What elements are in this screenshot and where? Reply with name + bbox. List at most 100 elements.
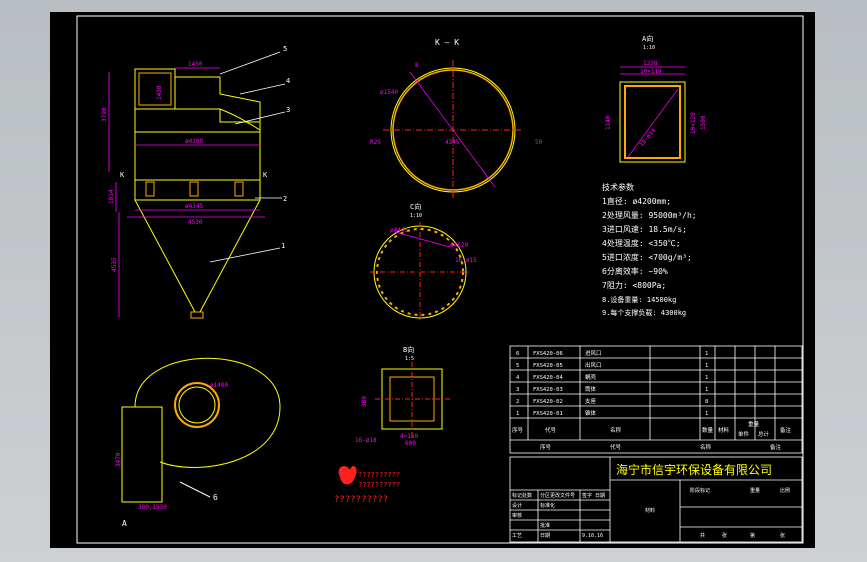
bom-row-6-code: FXS420-01 (533, 411, 563, 417)
bom-row-5-qty: 8 (705, 399, 708, 405)
section-kk-title: K — K (435, 38, 459, 47)
view-b-scale: 1:5 (405, 356, 414, 362)
view-b-title: B向 (403, 345, 414, 354)
tech-line-2: 2处理风量: 95000m³/h; (602, 210, 697, 220)
bom-row-2-code: FXS420-05 (533, 363, 563, 369)
outlet-duct (134, 68, 176, 110)
view-c-title: C向 (410, 202, 421, 211)
bom-footer-code: 代号 (610, 443, 622, 451)
bom-row-3-name: 蜗壳 (585, 373, 597, 381)
view-a-dim-outer: 1238 (643, 60, 658, 67)
inlet-duct (121, 406, 163, 503)
bom-footer-remark: 备注 (770, 443, 782, 451)
dim-height-upper: 3798 (101, 107, 108, 122)
tb-date: 日期 (540, 533, 550, 539)
view-c-dim1: ø4445 (390, 227, 408, 234)
drawing-border (76, 15, 804, 544)
title-block-labels: 标记处数 分区更改文件号 签字 日期 设计 标准化 审核 工艺 批准 日期 9.… (512, 487, 790, 539)
support-lug-3 (234, 181, 244, 197)
bom-row-1-qty: 1 (705, 351, 708, 357)
bom-row-1-code: FXS420-06 (533, 351, 563, 357)
bom-row-4-name: 筒体 (585, 385, 597, 393)
bom-row-2-no: 5 (516, 363, 519, 369)
tb-review: 审核 (512, 512, 522, 519)
plan-dim-inlet: ø1400 (210, 382, 228, 389)
bom-row-6-name: 锥体 (585, 409, 597, 417)
bom-row-4-qty: 1 (705, 387, 708, 393)
tb-sign: 签字 (582, 492, 592, 499)
view-a-dim-right1: 10×120 (690, 112, 697, 134)
inlet-inner-circle (178, 386, 216, 424)
tb-process: 工艺 (512, 533, 522, 539)
view-a-title: A向 (642, 34, 653, 43)
section-mark-k-right: K (263, 171, 268, 179)
support-ring (134, 179, 261, 201)
tb-total: 共 (700, 532, 705, 539)
bom-footer-name: 名称 (700, 443, 712, 451)
company-name: 海宁市信宇环保设备有限公司 (616, 462, 772, 477)
bom-header-name: 名称 (610, 426, 622, 434)
volute-top (175, 76, 261, 123)
dim-side-1430: 1430 (156, 85, 163, 100)
kk-dim-diag: ø1540 (380, 89, 398, 96)
kk-dim-right: 50 (535, 139, 543, 146)
dim-height-mid: 1814 (108, 189, 115, 204)
tb-material: 材料 (645, 507, 655, 514)
bom-header-code: 代号 (545, 426, 557, 434)
drawing-viewport[interactable]: 1450 ø4200 ø4345 4530 3798 1814 4535 143… (50, 12, 815, 548)
view-b-dim-side: 380 (361, 396, 368, 407)
bom-row-4-code: FXS420-03 (533, 387, 563, 393)
dim-ring-diameter: ø4345 (185, 203, 203, 210)
tb-sheet2: 张 (780, 532, 785, 539)
bom-header-qty: 数量 (702, 426, 714, 434)
tb-approve: 批准 (540, 522, 550, 529)
tb-date-head: 日期 (595, 493, 605, 499)
tb-date-value: 9.10.16 (582, 533, 603, 539)
bom-table (509, 345, 803, 454)
callout-1: 1 (281, 242, 285, 250)
plan-dim-bottom: 380,1530 (138, 504, 167, 511)
bom-header-weight: 重量 (748, 420, 760, 428)
tb-no: 第 (750, 532, 755, 539)
bom-row-1-name: 进风口 (585, 349, 602, 357)
cone-outlet (190, 311, 204, 319)
view-b-dim-width: 4×150 (400, 433, 418, 440)
outlet-duct-inner (138, 72, 172, 106)
view-a-dim-left: 1140 (605, 115, 612, 130)
cyclone-dimensions (108, 67, 265, 317)
logo-text-2: ?????????? (358, 481, 400, 489)
tech-line-4: 4处理温度: <350℃; (602, 238, 681, 248)
bom-rows: 6 FXS420-06 进风口 1 5 FXS420-05 出风口 1 4 FX… (516, 349, 708, 417)
view-c-scale: 1:10 (410, 213, 422, 219)
plan-labels: 6 A (122, 481, 218, 528)
callout-2: 2 (283, 195, 287, 203)
view-a-dim-inner: 10×119 (640, 68, 662, 75)
bom-row-4-no: 3 (516, 387, 519, 393)
section-kk-dims: R25 50 4345 8 ø1540 (370, 62, 543, 146)
bom-header-total: 总计 (758, 430, 770, 438)
kk-dim-center: 4345 (445, 139, 460, 146)
plan-view-mark: A (122, 519, 127, 528)
view-c-dim2: ø4520 (450, 242, 468, 249)
callout-leaders (209, 51, 286, 263)
view-b-dims: 4×150 600 380 16-ø18 (355, 396, 418, 447)
dim-height-lower: 4535 (111, 257, 118, 272)
flame-icon (338, 466, 357, 485)
view-c-dim3: 16-ø15 (455, 257, 477, 264)
tech-title: 技术参数 (602, 182, 634, 192)
bom-row-5-name: 支座 (585, 397, 597, 405)
title-block (509, 456, 803, 543)
view-b (375, 362, 450, 437)
view-a-dim-right2: 1500 (700, 115, 707, 130)
cyclone-dim-labels: 1450 ø4200 ø4345 4530 3798 1814 4535 143… (101, 61, 203, 272)
support-lug-1 (145, 181, 155, 197)
view-a (619, 66, 686, 163)
plan-callout-6: 6 (213, 493, 218, 502)
section-kk (383, 60, 523, 200)
tech-line-6: 6分离效率: ~90% (602, 266, 668, 276)
tb-standard: 标准化 (540, 502, 555, 509)
support-lug-2 (189, 181, 199, 197)
inlet-circle (174, 382, 220, 428)
view-a-scale: 1:10 (643, 45, 655, 51)
